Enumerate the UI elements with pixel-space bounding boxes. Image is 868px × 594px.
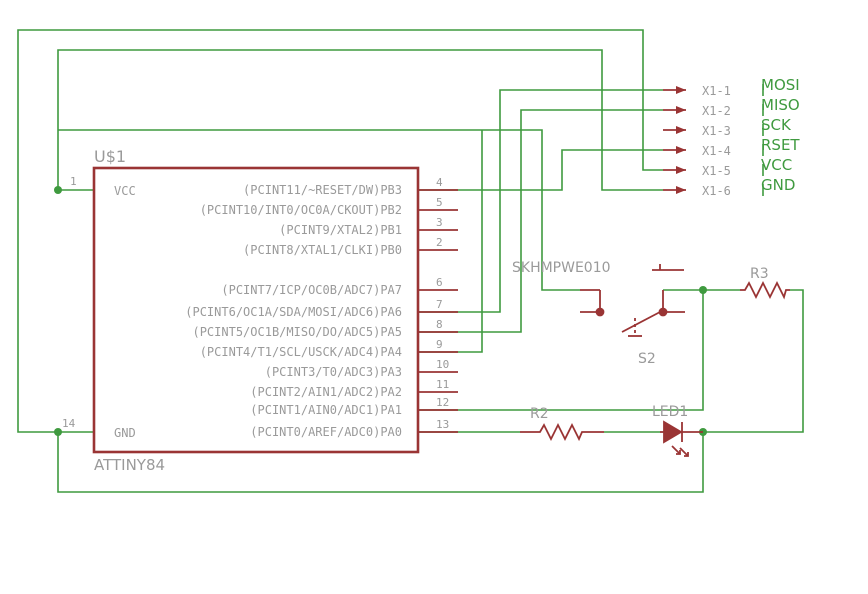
chip-pin-number: 1	[70, 175, 77, 188]
header-pin-arrow	[676, 186, 686, 194]
resistor-r2	[520, 422, 604, 442]
chip-pin-number: 14	[62, 417, 76, 430]
junctions	[54, 186, 707, 436]
chip-pin-label: (PCINT0/AREF/ADC0)PA0	[250, 425, 402, 439]
chip-vcc-label: VCC	[114, 184, 136, 198]
chip-pin-label: (PCINT1/AIN0/ADC1)PA1	[250, 403, 402, 417]
pushbutton-s2	[580, 264, 685, 337]
led-arrowhead	[684, 452, 689, 457]
header-pin-arrow	[676, 106, 686, 114]
switch-node	[658, 307, 668, 317]
attiny84-chip: U$1 ATTINY84 VCC GND 1 14 (PCINT11/~RESE…	[62, 147, 458, 474]
header-pin-label: X1-4	[702, 144, 731, 158]
header-pin-label: X1-3	[702, 124, 731, 138]
chip-pin-number: 9	[436, 338, 443, 351]
chip-pin-number: 12	[436, 396, 449, 409]
chip-value: ATTINY84	[94, 456, 165, 474]
chip-pin-number: 4	[436, 176, 443, 189]
led-name: LED1	[652, 404, 688, 420]
chip-pin-number: 2	[436, 236, 443, 249]
led-triangle	[663, 420, 683, 444]
chip-pin-number: 6	[436, 276, 443, 289]
header-pin-label: X1-5	[702, 164, 731, 178]
chip-right-pins: (PCINT11/~RESET/DW)PB3 4 (PCINT10/INT0/OC0…	[185, 176, 458, 439]
wire-mosi	[418, 89, 663, 313]
led-emission	[679, 447, 689, 457]
switch-contact	[621, 311, 661, 333]
switch-name: S2	[638, 351, 656, 367]
header-pin-label: X1-1	[702, 84, 731, 98]
chip-pin-label: (PCINT8/XTAL1/CLKI)PB0	[243, 243, 402, 257]
resistor-zigzag	[520, 422, 604, 442]
chip-pin-label: (PCINT10/INT0/OC0A/CKOUT)PB2	[200, 203, 402, 217]
junction-dot	[54, 428, 62, 436]
chip-pin-number: 10	[436, 358, 449, 371]
header-pin-arrow	[676, 126, 686, 134]
chip-pin-number: 7	[436, 298, 443, 311]
wire-gnd-bottom	[57, 432, 704, 493]
chip-pin-label: (PCINT6/OC1A/SDA/MOSI/ADC6)PA6	[185, 305, 402, 319]
net-label: MISO	[761, 96, 800, 114]
net-label: MOSI	[761, 76, 800, 94]
net-label: RSET	[761, 136, 800, 154]
chip-pin-label: (PCINT2/AIN1/ADC2)PA2	[250, 385, 402, 399]
chip-pin-number: 11	[436, 378, 449, 391]
chip-pin-number: 8	[436, 318, 443, 331]
header-pin-arrow	[676, 86, 686, 94]
header-pin-arrow	[676, 146, 686, 154]
switch-value: SKHMPWE010	[512, 260, 611, 276]
wire-sck	[58, 129, 580, 291]
chip-pin-label: (PCINT11/~RESET/DW)PB3	[243, 183, 402, 197]
chip-pin-label: (PCINT4/T1/SCL/USCK/ADC4)PA4	[200, 345, 402, 359]
led-arrowhead	[676, 450, 681, 455]
net-label: VCC	[761, 156, 792, 174]
chip-body	[92, 166, 420, 454]
net-label: SCK	[761, 116, 792, 134]
wire-vcc	[17, 29, 663, 433]
chip-pin-label: (PCINT3/T0/ADC3)PA3	[265, 365, 402, 379]
net-label: GND	[761, 176, 795, 194]
led-emission	[671, 445, 681, 455]
chip-pin-number: 13	[436, 418, 449, 431]
wire-pa1	[418, 290, 704, 411]
chip-pin-number: 3	[436, 216, 443, 229]
switch-node	[595, 307, 605, 317]
header-pin-label: X1-6	[702, 184, 731, 198]
wire-miso	[418, 109, 663, 333]
wire-r3-rail	[703, 289, 804, 433]
header-pin-label: X1-2	[702, 104, 731, 118]
header-pin-arrow	[676, 166, 686, 174]
chip-pin-label: (PCINT9/XTAL2)PB1	[279, 223, 402, 237]
r2-name: R2	[530, 406, 549, 422]
r3-name: R3	[750, 266, 769, 282]
led-led1	[660, 420, 703, 457]
resistor-zigzag	[740, 280, 790, 300]
wire-pa4	[418, 130, 483, 353]
resistor-r3	[740, 280, 790, 300]
chip-gnd-label: GND	[114, 426, 136, 440]
junction-dot	[54, 186, 62, 194]
chip-pin-label: (PCINT7/ICP/OC0B/ADC7)PA7	[221, 283, 402, 297]
junction-dot	[699, 286, 707, 294]
chip-name: U$1	[94, 147, 126, 166]
isp-header-x1: X1-1 MOSI X1-2 MISO X1-3 SCK X1-4 RSET X1-5 VCC X1…	[663, 76, 800, 198]
chip-pin-label: (PCINT5/OC1B/MISO/DO/ADC5)PA5	[192, 325, 402, 339]
chip-pin-number: 5	[436, 196, 443, 209]
wire-gnd	[57, 49, 663, 191]
wires	[17, 29, 804, 493]
wire-rset	[418, 149, 663, 191]
